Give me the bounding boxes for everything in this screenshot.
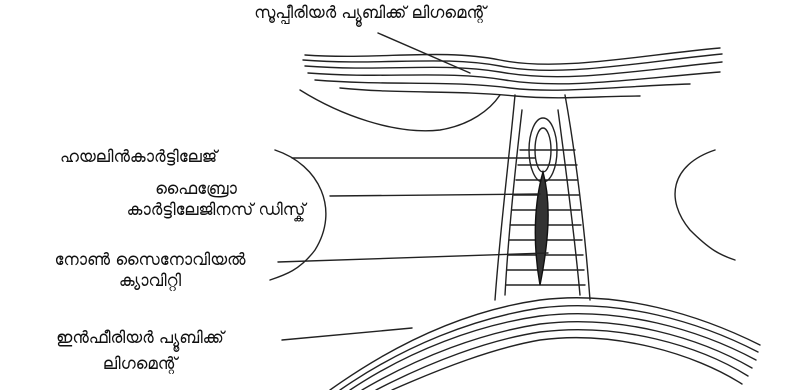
leader-inferior-ligament (282, 328, 412, 340)
label-fibrocartilaginous-disc-line2: കാർട്ടിലേജിനസ് ഡിസ്ക് (96, 199, 336, 221)
label-superior-pubic-ligament: സൂപ്പീരിയർ പ്യൂബിക്ക് ലിഗമെന്റ് (150, 2, 590, 24)
label-non-synovial-cavity-line2: ക്യാവിറ്റി (30, 270, 270, 292)
superior-ligament-band (303, 48, 722, 98)
leader-fibro-disc (330, 194, 540, 196)
inferior-ligament-arc (330, 298, 760, 390)
label-non-synovial-cavity-line1: നോൺ സൈനോവിയൽ (30, 249, 270, 271)
right-pubic-bone-outline (675, 150, 735, 260)
label-inferior-pubic-ligament-line2: ലിഗമെന്റ് (10, 353, 270, 375)
disc-cavity (535, 172, 548, 285)
left-pubic-bone-outline (300, 90, 500, 131)
label-inferior-pubic-ligament-line1: ഇൻഫീരിയർ പ്യൂബിക്ക് (10, 327, 270, 349)
label-hyaline-cartilage: ഹയലിൻകാർട്ടിലേജ് (60, 146, 217, 168)
label-fibrocartilaginous-disc-line1: ഫൈബ്രോ (96, 178, 296, 200)
